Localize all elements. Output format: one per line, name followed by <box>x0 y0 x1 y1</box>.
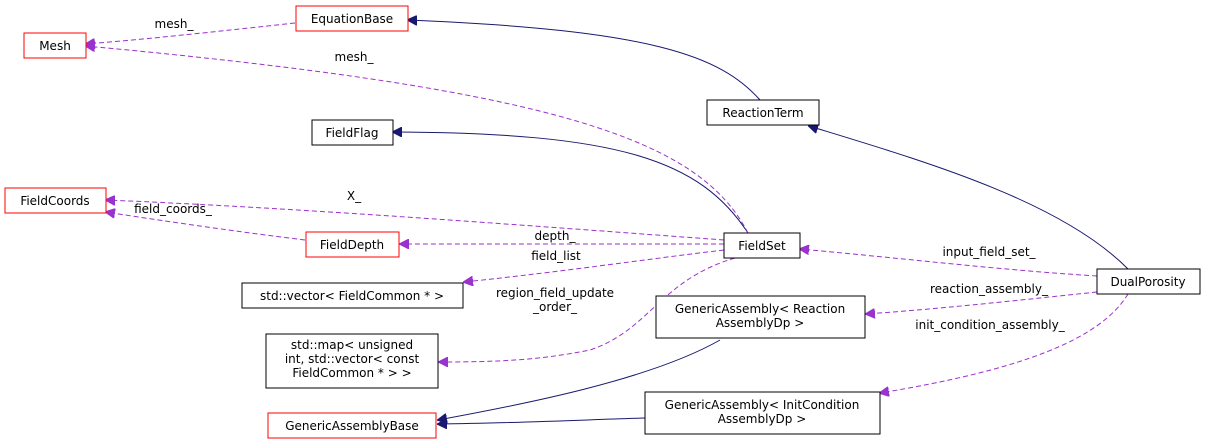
edge-label-field-list: field_list <box>531 249 581 263</box>
text-line: EquationBase <box>311 12 393 26</box>
edge-mesh-from-fieldset <box>86 46 749 234</box>
node-generic-assembly-base[interactable]: GenericAssemblyBase <box>267 412 437 439</box>
node-label: FieldFlag <box>326 126 379 140</box>
node-field-set[interactable]: FieldSet <box>723 232 801 259</box>
edge-fieldset-from-dualporosity <box>800 249 1098 277</box>
edge-map-from-fieldset <box>439 257 736 362</box>
edge-fieldcoords-from-fielddepth <box>106 212 306 241</box>
edge-label-reaction-assembly: reaction_assembly_ <box>930 282 1049 296</box>
edge-fieldcoords-from-fieldset <box>106 200 725 241</box>
text-line: region_field_update <box>496 286 614 300</box>
text-line: reaction_assembly_ <box>930 282 1049 296</box>
edge-reactionterm-inherits-equationbase <box>408 20 761 101</box>
text-line: field_list <box>531 249 581 263</box>
node-label: ReactionTerm <box>722 106 803 120</box>
node-dual-porosity[interactable]: DualPorosity <box>1096 268 1201 295</box>
text-line: GenericAssembly< Reaction <box>675 302 845 316</box>
text-line: FieldSet <box>738 239 786 253</box>
text-line: std::vector< FieldCommon * > <box>260 289 444 303</box>
text-line: std::map< unsigned <box>291 338 413 352</box>
edge-label-region-field-update-order: region_field_update_order_ <box>496 286 614 314</box>
node-label: DualPorosity <box>1110 275 1185 289</box>
edge-label-field-coords: field_coords_ <box>134 202 213 216</box>
text-line: FieldFlag <box>326 126 379 140</box>
text-line: _order_ <box>532 300 578 314</box>
node-label: EquationBase <box>311 12 393 26</box>
text-line: depth_ <box>535 229 577 243</box>
text-line: AssemblyDp > <box>716 316 805 330</box>
node-label: GenericAssemblyBase <box>285 419 419 433</box>
edge-label-init-condition-assembly: init_condition_assembly_ <box>915 318 1065 332</box>
text-line: ReactionTerm <box>722 106 803 120</box>
text-line: field_coords_ <box>134 202 213 216</box>
text-line: FieldDepth <box>320 238 384 252</box>
node-label: FieldSet <box>738 239 786 253</box>
text-line: input_field_set_ <box>942 245 1036 259</box>
edge-label-input-field-set: input_field_set_ <box>942 245 1036 259</box>
edge-reaction-assembly-inherits-base <box>438 339 721 420</box>
text-line: int, std::vector< const <box>285 352 420 366</box>
edge-dualporosity-inherits-reactionterm <box>809 126 1129 270</box>
edge-reaction-assembly-from-dualporosity <box>866 291 1098 314</box>
text-line: Mesh <box>39 39 71 53</box>
text-line: FieldCoords <box>20 194 89 208</box>
text-line: X_ <box>347 189 362 203</box>
edge-init-assembly-inherits-base <box>438 417 646 424</box>
node-field-flag[interactable]: FieldFlag <box>311 119 394 146</box>
text-line: AssemblyDp > <box>718 412 807 426</box>
node-reaction-term[interactable]: ReactionTerm <box>706 99 820 126</box>
text-line: mesh_ <box>335 50 375 64</box>
edge-label-mesh-equationbase: mesh_ <box>155 17 195 31</box>
node-label: Mesh <box>39 39 71 53</box>
text-line: mesh_ <box>155 17 195 31</box>
node-equation-base[interactable]: EquationBase <box>295 5 409 32</box>
edge-label-x: X_ <box>347 189 362 203</box>
node-vector-field-common[interactable]: std::vector< FieldCommon * > <box>241 282 464 309</box>
text-line: init_condition_assembly_ <box>915 318 1065 332</box>
node-label: std::vector< FieldCommon * > <box>260 289 444 303</box>
text-line: GenericAssembly< InitCondition <box>665 398 860 412</box>
edge-vector-from-fieldset <box>464 249 725 282</box>
node-mesh[interactable]: Mesh <box>23 32 87 59</box>
node-field-coords[interactable]: FieldCoords <box>4 187 107 214</box>
node-label: FieldCoords <box>20 194 89 208</box>
edge-fieldset-inherits-fieldflag <box>393 132 749 234</box>
text-line: GenericAssemblyBase <box>285 419 419 433</box>
node-label: FieldDepth <box>320 238 384 252</box>
edge-label-mesh-fieldset: mesh_ <box>335 50 375 64</box>
edge-init-assembly-from-dualporosity <box>880 293 1129 393</box>
node-field-depth[interactable]: FieldDepth <box>305 231 400 258</box>
text-line: DualPorosity <box>1110 275 1185 289</box>
edge-label-depth: depth_ <box>535 229 577 243</box>
text-line: FieldCommon * > > <box>292 366 411 380</box>
edge-mesh-from-equationbase <box>86 22 296 44</box>
